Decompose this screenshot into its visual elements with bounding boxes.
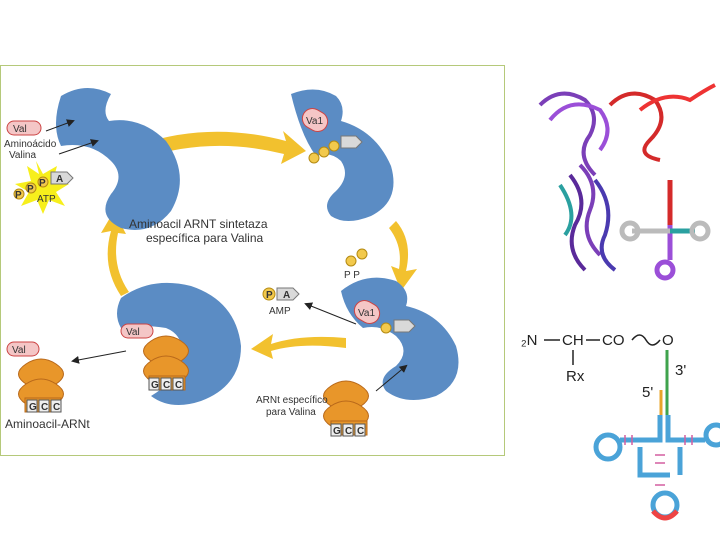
chem-ch: CH xyxy=(562,332,584,349)
val1-bottom-text: Va1 xyxy=(358,308,375,319)
pp-phosphate-1 xyxy=(345,255,357,267)
val1-top-text: Va1 xyxy=(306,116,323,127)
cycle-arrows xyxy=(101,131,417,359)
trna-specific-line2: para Valina xyxy=(266,407,316,418)
enzyme-bottom-left xyxy=(117,282,241,405)
atp-p1: P xyxy=(15,190,22,201)
chem-squiggle xyxy=(631,334,661,346)
result-label: Aminoacil-ARNt xyxy=(5,417,90,431)
loaded-anticodon-c1: C xyxy=(163,380,170,391)
cycle-arrow-bottom xyxy=(251,334,346,359)
product-anticodon-g: G xyxy=(29,402,37,413)
arrow-trna-in xyxy=(375,364,408,392)
trna-cloverleaf-basepairs xyxy=(624,435,693,486)
trna-structures: H₂N CH CO O Rx 3' 5' xyxy=(520,83,720,521)
pp-phosphate-2 xyxy=(356,248,368,260)
atp-p2: P xyxy=(27,184,34,195)
enzyme-top-right xyxy=(291,89,394,221)
loaded-anticodon-c2: C xyxy=(175,380,182,391)
chem-3prime: 3' xyxy=(675,362,686,379)
specific-anticodon-c1: C xyxy=(345,426,352,437)
loaded-anticodon-g: G xyxy=(151,380,159,391)
amp-phosphate xyxy=(262,287,276,301)
pp-released-label: P P xyxy=(344,270,360,281)
atp-phosphate-1 xyxy=(13,188,25,200)
val-loaded-text: Val xyxy=(126,327,140,338)
chem-o: O xyxy=(662,332,674,349)
aminoacid-line1: Aminoácido xyxy=(4,139,57,150)
trna-3d-ribbon xyxy=(538,83,716,272)
cycle-arrow-top xyxy=(141,131,306,164)
atp-phosphate-3 xyxy=(37,176,49,188)
atp-adenosine xyxy=(50,171,74,185)
atp-p3: P xyxy=(39,178,46,189)
amp-p: P xyxy=(266,290,273,301)
enzyme-label-line2: específica para Valina xyxy=(146,231,264,245)
chem-rx: Rx xyxy=(566,368,585,385)
chem-co: CO xyxy=(602,332,625,349)
val-product-text: Val xyxy=(12,345,26,356)
cycle-arrow-left xyxy=(101,211,129,296)
specific-anticodon-g: G xyxy=(333,426,341,437)
specific-anticodon-c2: C xyxy=(357,426,364,437)
cycle-arrow-right xyxy=(389,221,417,291)
trna-product xyxy=(18,358,64,413)
trna-specific-line1: ARNt específico xyxy=(256,395,328,406)
val1-tag-bottom xyxy=(353,300,381,324)
trna-cloverleaf xyxy=(593,415,720,521)
val1-tag-top xyxy=(301,108,329,132)
aminoacid-line2: Valina xyxy=(9,150,36,161)
val-tag-loaded xyxy=(120,323,154,339)
chem-h2n: H₂N xyxy=(520,332,538,349)
amp-a: A xyxy=(283,290,290,301)
product-anticodon-c1: C xyxy=(41,402,48,413)
trna-mini-cloverleaf xyxy=(619,180,711,281)
br-phosphate xyxy=(380,322,392,334)
enzyme-top-left xyxy=(56,87,180,230)
val-tag-product xyxy=(6,341,40,357)
val-tag xyxy=(6,120,42,136)
tr-phosphate-2 xyxy=(318,146,330,158)
br-adenosine xyxy=(393,319,416,333)
val-tag-text: Val xyxy=(13,124,27,135)
trna-loaded xyxy=(143,335,189,391)
tr-phosphate-1 xyxy=(308,152,320,164)
amp-adenosine xyxy=(276,287,300,301)
chem-5prime: 5' xyxy=(642,384,653,401)
atp-label: ATP xyxy=(37,194,56,205)
arrow-val-in xyxy=(45,119,75,132)
tr-phosphate-3 xyxy=(328,140,340,152)
product-anticodon-c2: C xyxy=(53,402,60,413)
tr-adenosine xyxy=(340,135,363,149)
synthetase-cycle-panel: Val Aminoácido Valina P P P A ATP Va1 Am… xyxy=(0,65,505,456)
amp-label: AMP xyxy=(269,306,291,317)
arrow-product-out xyxy=(71,350,127,364)
enzyme-bottom-right xyxy=(341,277,459,400)
atp-a: A xyxy=(56,174,63,185)
enzyme-label-line1: Aminoacil ARNT sintetaza xyxy=(129,217,268,231)
atp-burst xyxy=(15,161,69,214)
arrow-amp-out xyxy=(304,302,357,325)
cycle-diagram: Val Aminoácido Valina P P P A ATP Va1 Am… xyxy=(4,87,459,437)
arrow-aa-in xyxy=(58,139,99,155)
atp-phosphate-2 xyxy=(25,182,37,194)
trna-specific xyxy=(323,380,369,437)
